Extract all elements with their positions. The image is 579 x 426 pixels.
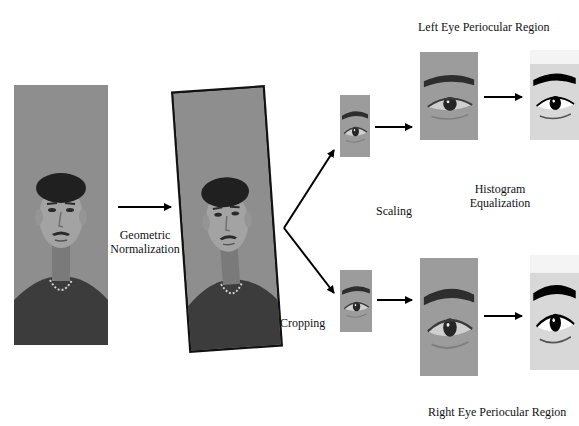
region-heading: Left Eye Periocular Region [418, 20, 550, 34]
step-label: Histogram Equalization [462, 182, 538, 210]
step-label: Scaling [376, 204, 412, 218]
step-label: Cropping [280, 316, 325, 330]
step-label: Geometric Normalization [98, 228, 192, 256]
region-heading: Right Eye Periocular Region [428, 405, 566, 419]
